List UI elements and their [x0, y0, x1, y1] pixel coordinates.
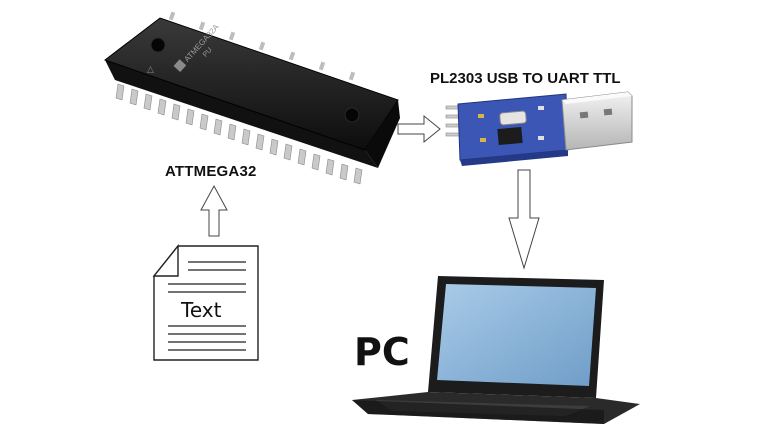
- mcu-label: ATTMEGA32: [165, 163, 257, 180]
- pc-label: PC: [354, 330, 410, 374]
- text-document-icon: [152, 244, 259, 361]
- usb-uart-adapter-icon: [445, 91, 633, 166]
- arrow-icon: [508, 169, 540, 270]
- arrow-icon: [397, 114, 441, 144]
- laptop-icon: [352, 276, 640, 424]
- arrow-icon: [200, 184, 228, 237]
- chip-marking-line2: PU: [202, 47, 214, 59]
- atmel-logo: [173, 59, 187, 73]
- microcontroller-chip-icon: ATMEGA32A PU △: [103, 11, 400, 185]
- usb-adapter-label: PL2303 USB TO UART TTL: [430, 70, 621, 87]
- svg-text:△: △: [147, 65, 154, 75]
- document-label: Text: [181, 298, 222, 322]
